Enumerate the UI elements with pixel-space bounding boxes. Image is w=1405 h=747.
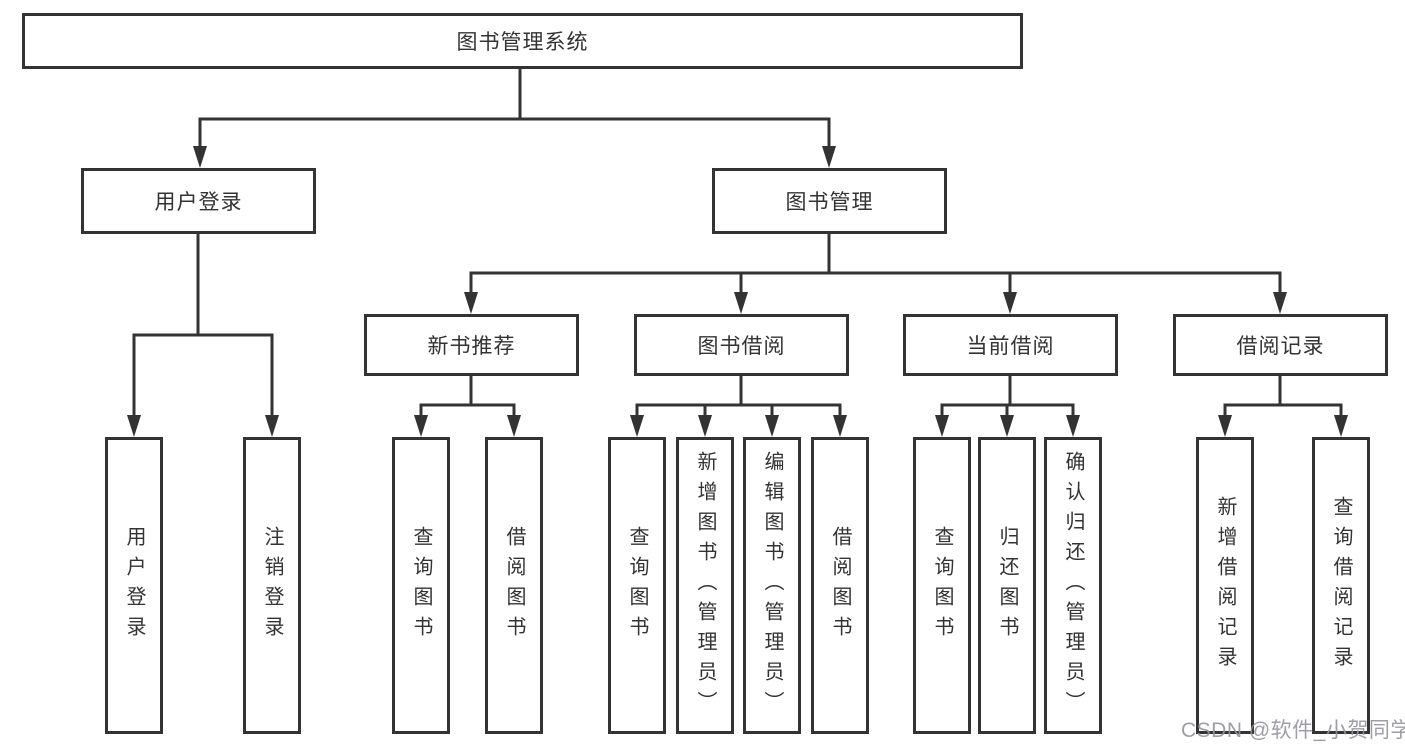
leaf-add-book-admin: 新增图书（管理员） — [676, 437, 734, 734]
leaf-add-borrow-record-label: 新增借阅记录 — [1214, 495, 1236, 676]
node-user-login-label: 用户登录 — [154, 191, 243, 214]
leaf-query-books-current-label: 查询图书 — [931, 525, 953, 646]
node-new-book-recommendation-label: 新书推荐 — [427, 335, 516, 358]
node-book-management: 图书管理 — [712, 168, 947, 234]
node-new-book-recommendation: 新书推荐 — [364, 314, 579, 376]
leaf-return-book-label: 归还图书 — [996, 525, 1018, 646]
leaf-query-borrow-record-label: 查询借阅记录 — [1330, 495, 1352, 676]
leaf-query-books-recommend-label: 查询图书 — [410, 525, 432, 646]
leaf-add-borrow-record: 新增借阅记录 — [1196, 437, 1254, 734]
leaf-add-book-admin-label: 新增图书（管理员） — [694, 450, 716, 721]
leaf-user-login-label: 用户登录 — [123, 525, 145, 646]
leaf-borrow-books-recommend: 借阅图书 — [485, 437, 543, 734]
leaf-borrow-books-borrowing-label: 借阅图书 — [829, 525, 851, 646]
leaf-query-books-borrowing-label: 查询图书 — [626, 525, 648, 646]
node-root-system: 图书管理系统 — [22, 13, 1023, 69]
leaf-query-books-current: 查询图书 — [913, 437, 971, 734]
node-user-login: 用户登录 — [81, 168, 316, 234]
node-borrowing-records-label: 借阅记录 — [1236, 335, 1325, 358]
leaf-edit-book-admin: 编辑图书（管理员） — [743, 437, 801, 734]
leaf-query-books-recommend: 查询图书 — [392, 437, 450, 734]
csdn-watermark: CSDN @软件_小贺同学 — [1181, 719, 1405, 742]
leaf-logout-login: 注销登录 — [243, 437, 301, 734]
node-current-borrowing: 当前借阅 — [903, 314, 1118, 376]
leaf-logout-login-label: 注销登录 — [261, 525, 283, 646]
leaf-confirm-return-admin: 确认归还（管理员） — [1044, 437, 1102, 734]
leaf-user-login: 用户登录 — [105, 437, 163, 734]
node-book-borrowing: 图书借阅 — [634, 314, 849, 376]
leaf-confirm-return-admin-label: 确认归还（管理员） — [1062, 450, 1084, 721]
node-book-management-label: 图书管理 — [785, 191, 874, 214]
leaf-query-borrow-record: 查询借阅记录 — [1312, 437, 1370, 734]
arrowheads — [127, 146, 1348, 437]
leaf-edit-book-admin-label: 编辑图书（管理员） — [761, 450, 783, 721]
node-book-borrowing-label: 图书借阅 — [697, 335, 786, 358]
node-borrowing-records: 借阅记录 — [1173, 314, 1388, 376]
leaf-return-book: 归还图书 — [978, 437, 1036, 734]
leaf-borrow-books-borrowing: 借阅图书 — [811, 437, 869, 734]
leaf-query-books-borrowing: 查询图书 — [608, 437, 666, 734]
leaf-borrow-books-recommend-label: 借阅图书 — [503, 525, 525, 646]
node-root-label: 图书管理系统 — [456, 31, 589, 54]
node-current-borrowing-label: 当前借阅 — [966, 335, 1055, 358]
